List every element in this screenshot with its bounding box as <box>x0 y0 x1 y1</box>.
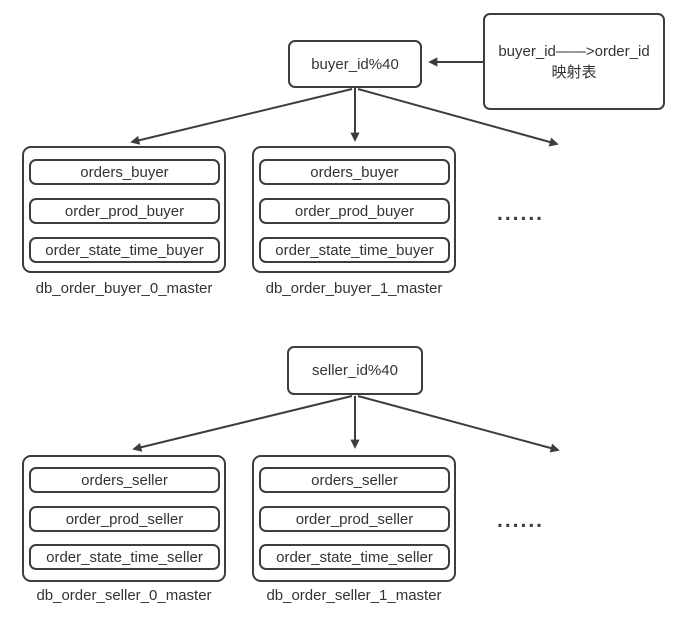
table-box: order_state_time_seller <box>29 544 220 570</box>
seller-hash-box: seller_id%40 <box>287 346 423 395</box>
table-box: order_prod_seller <box>29 506 220 532</box>
table-box: order_state_time_buyer <box>29 237 220 263</box>
table-box: order_state_time_seller <box>259 544 450 570</box>
arrow-seller-to-more <box>357 395 560 453</box>
table-box: order_prod_buyer <box>29 198 220 224</box>
arrow-seller-to-shard0 <box>132 395 353 452</box>
table-box: order_state_time_buyer <box>259 237 450 263</box>
table-box: orders_buyer <box>259 159 450 185</box>
ellipsis-more-seller-shards: ...... <box>497 509 545 532</box>
table-box: orders_seller <box>29 467 220 493</box>
ellipsis-more-buyer-shards: ...... <box>497 202 545 225</box>
db-label-buyer-1: db_order_buyer_1_master <box>265 280 443 297</box>
table-box: orders_seller <box>259 467 450 493</box>
mapping-table-box: buyer_id——>order_id 映射表 <box>483 13 665 110</box>
table-box: orders_buyer <box>29 159 220 185</box>
db-label-buyer-0: db_order_buyer_0_master <box>35 280 213 297</box>
db-label-seller-0: db_order_seller_0_master <box>36 587 212 604</box>
table-box: order_prod_buyer <box>259 198 450 224</box>
mapping-table-line1: buyer_id——>order_id <box>498 42 650 60</box>
arrow-buyer-to-shard0 <box>130 88 353 145</box>
mapping-table-line2: 映射表 <box>551 63 597 81</box>
table-box: order_prod_seller <box>259 506 450 532</box>
db-label-seller-1: db_order_seller_1_master <box>266 587 442 604</box>
buyer-hash-box: buyer_id%40 <box>288 40 422 88</box>
